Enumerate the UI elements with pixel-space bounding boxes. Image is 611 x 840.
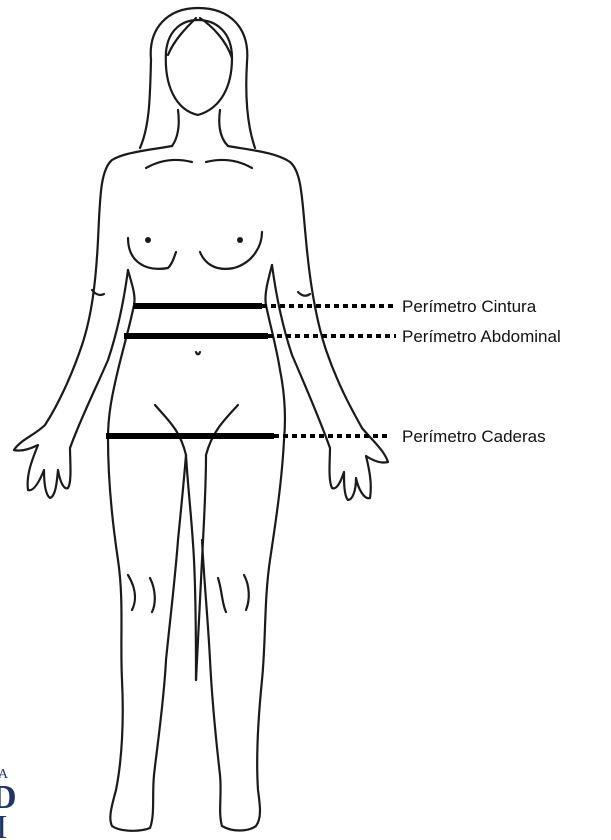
female-body-outline bbox=[14, 8, 388, 831]
breast-left bbox=[128, 238, 176, 269]
right-leg-outline bbox=[202, 440, 284, 831]
nipple-left bbox=[145, 237, 151, 243]
measurement-lines bbox=[106, 306, 396, 436]
knee-left bbox=[128, 575, 155, 612]
right-arm-outline bbox=[228, 146, 388, 500]
hips-label: Perímetro Caderas bbox=[402, 427, 546, 446]
abdomen-label: Perímetro Abdominal bbox=[402, 327, 561, 346]
logo-letter-3: I bbox=[0, 809, 7, 840]
logo-fragment: A D I bbox=[0, 767, 17, 840]
knee-right bbox=[218, 575, 249, 612]
waist-label: Perímetro Cintura bbox=[402, 297, 537, 316]
hair-strand bbox=[168, 18, 232, 58]
hair bbox=[140, 8, 255, 148]
groin-line bbox=[155, 405, 238, 455]
left-leg-outline bbox=[108, 438, 186, 831]
left-torso-outline bbox=[108, 270, 135, 438]
left-arm-outline bbox=[14, 146, 172, 498]
clavicles bbox=[146, 160, 252, 168]
elbow-right bbox=[298, 292, 310, 296]
breast-right bbox=[200, 232, 262, 269]
nipple-right bbox=[237, 237, 243, 243]
left-inner-leg bbox=[186, 455, 196, 680]
face bbox=[166, 20, 232, 115]
navel bbox=[196, 352, 200, 354]
